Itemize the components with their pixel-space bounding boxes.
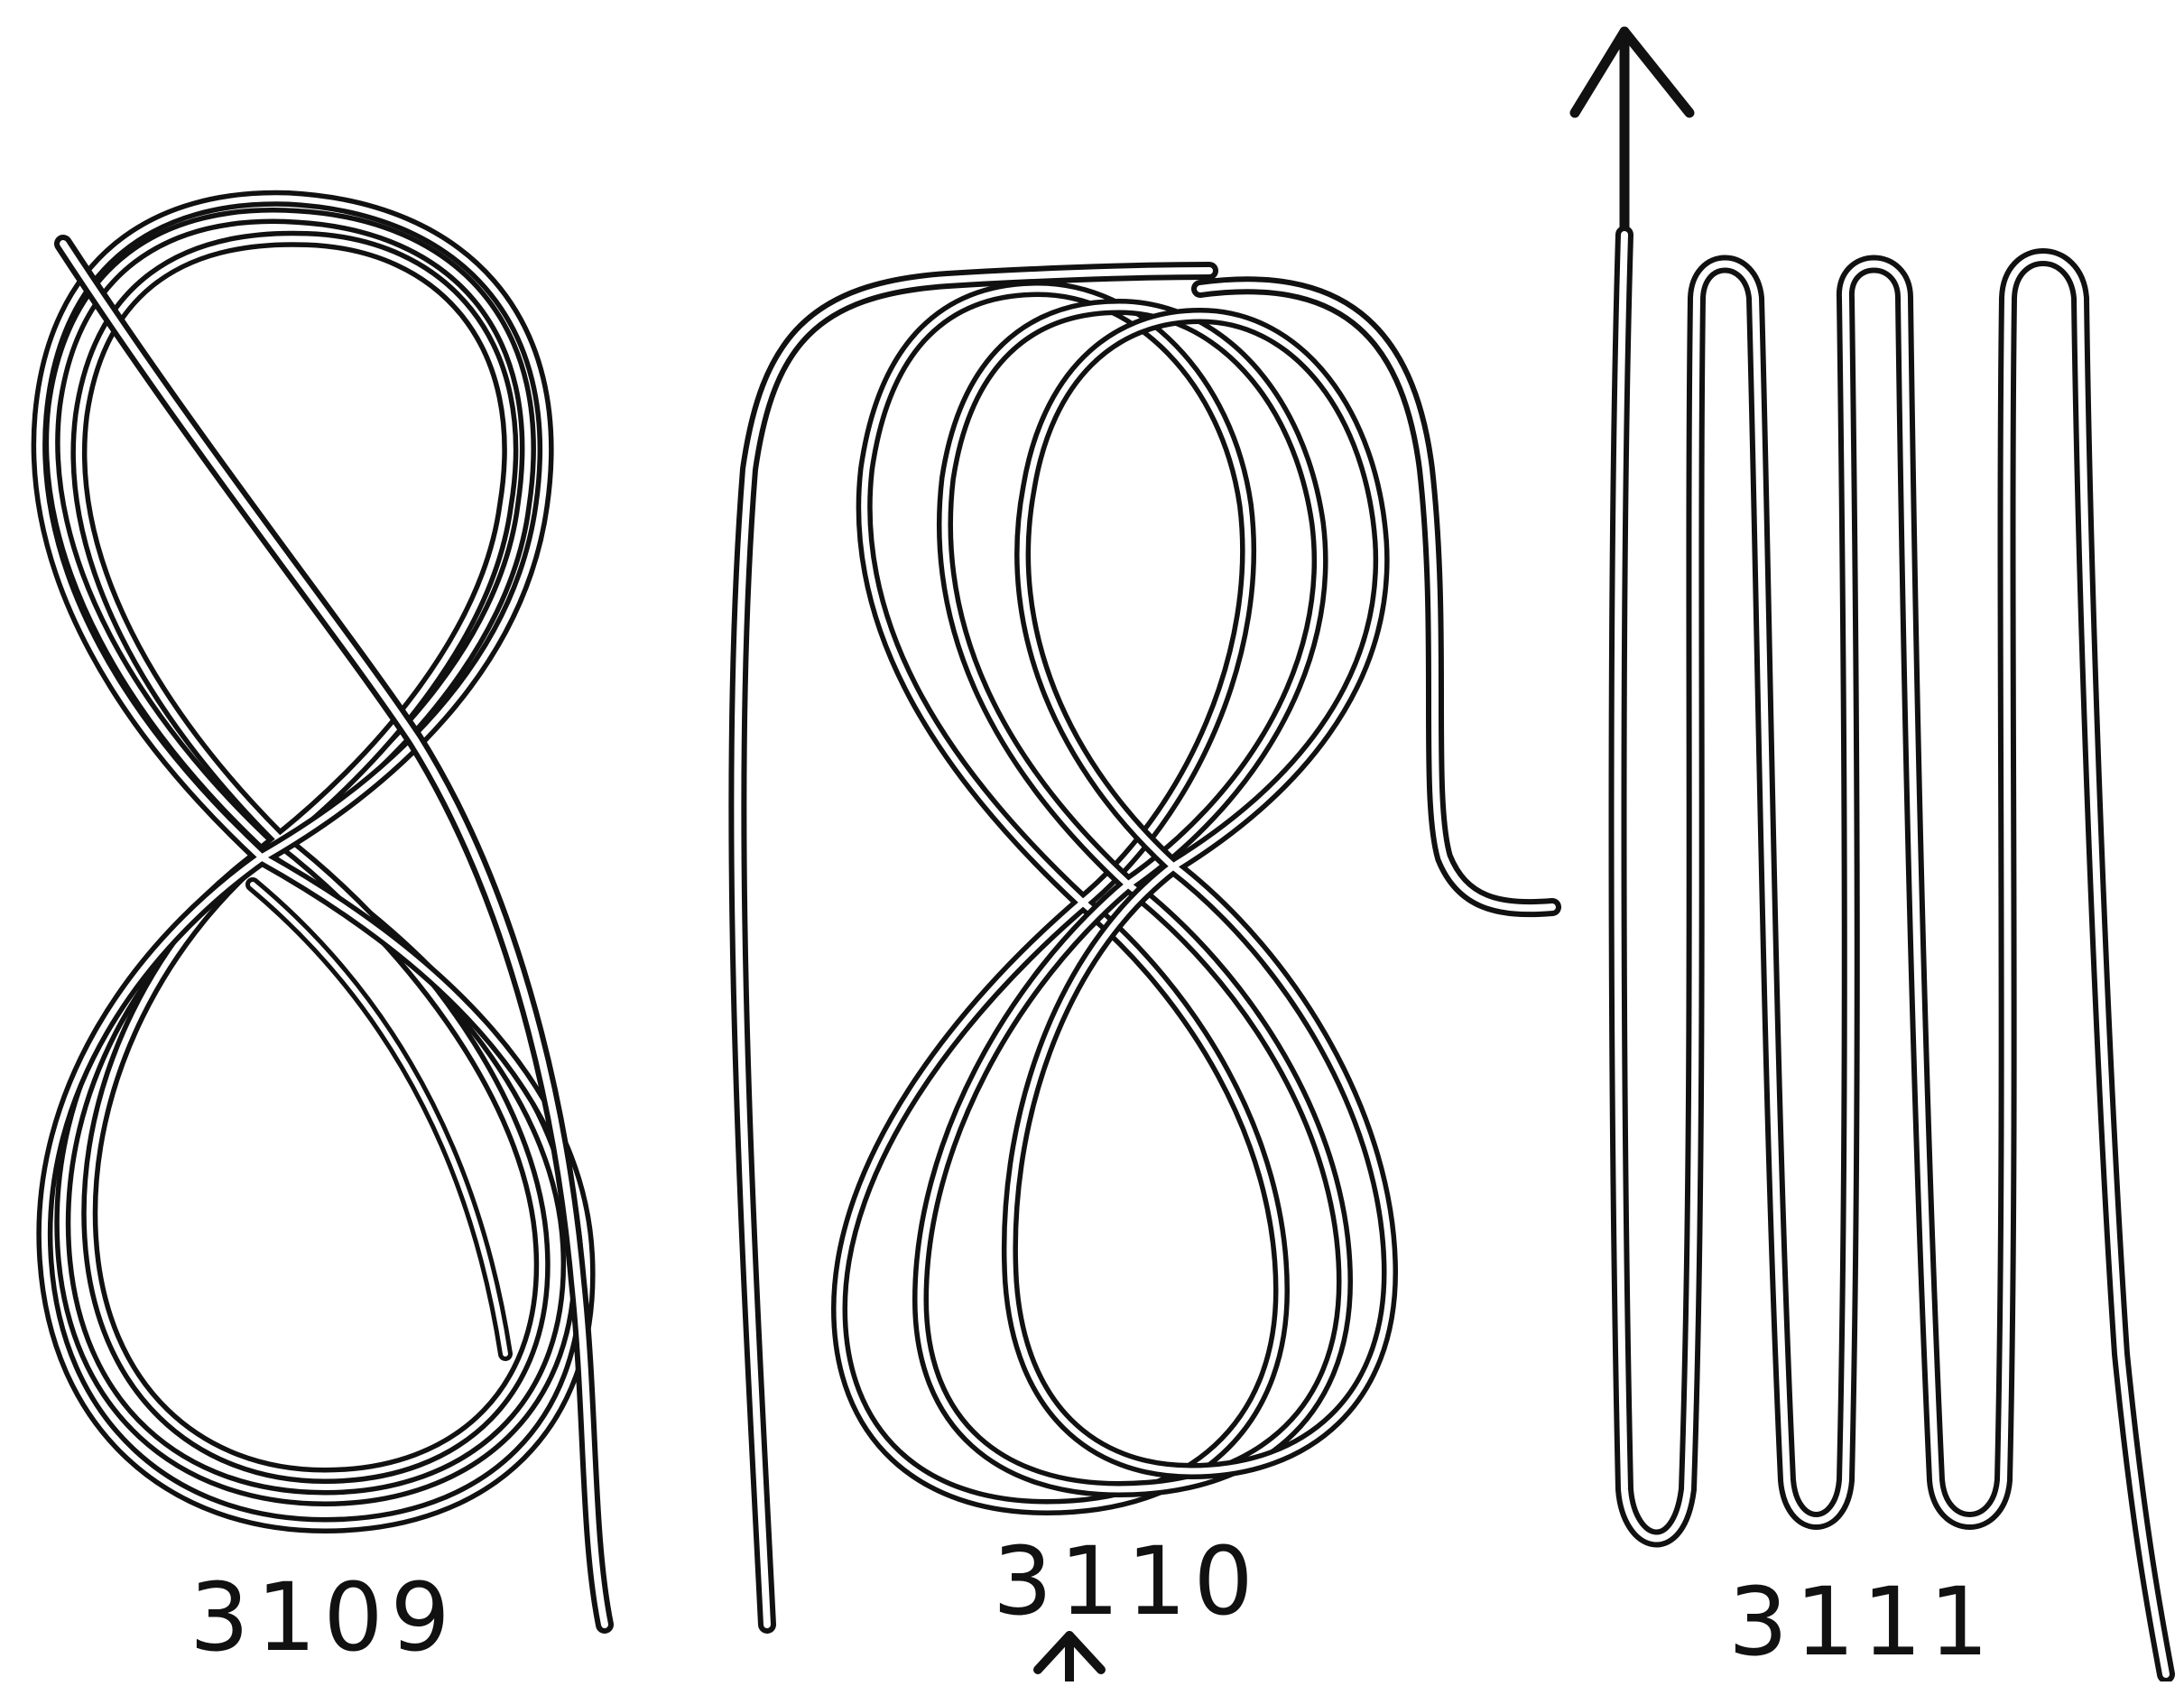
figure-3111-fold <box>1575 32 2166 1674</box>
figure-3110-coil <box>737 271 1552 1681</box>
figure-label-3110: 3110 <box>993 1534 1261 1628</box>
figure-label-3111: 3111 <box>1728 1575 1996 1669</box>
figure-3111-zigzag-strand <box>1618 235 2167 1674</box>
figure-3109-inner-strand <box>253 885 505 1354</box>
figure-label-3109: 3109 <box>190 1570 458 1664</box>
figure-3111-arrow-icon <box>1575 32 1689 235</box>
figure-3110-arrow-icon <box>1038 1635 1101 1681</box>
figure-3109-coil <box>40 199 605 1625</box>
